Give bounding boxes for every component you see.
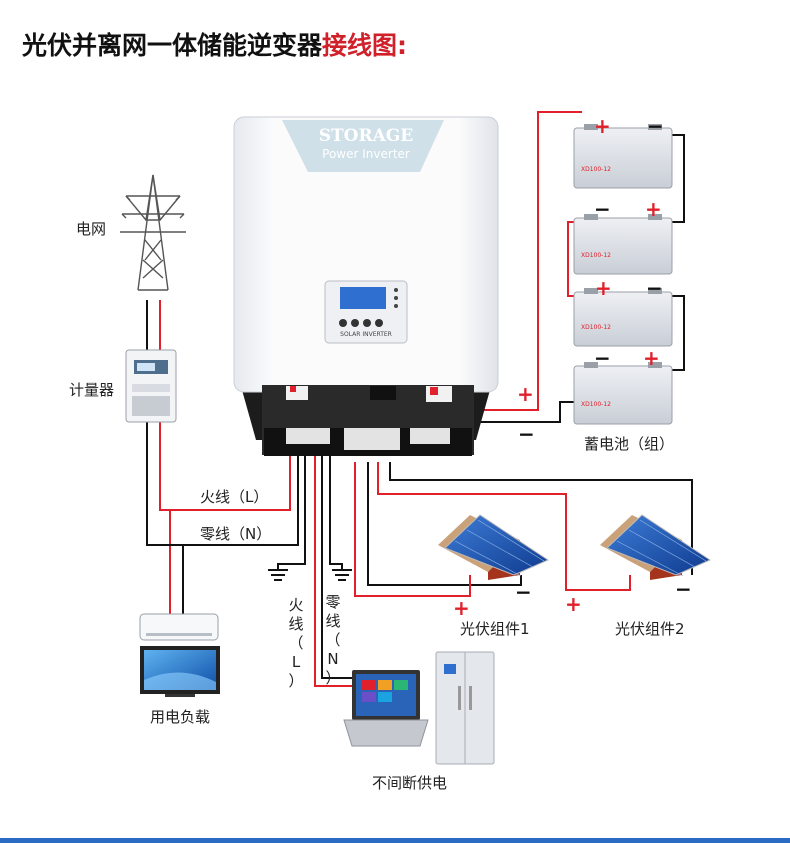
- meter-live-wire: [159, 420, 291, 511]
- ups-neutral-wire: [321, 455, 352, 679]
- pv1-plus-sign: +: [453, 596, 470, 620]
- page-title: 光伏并离网一体储能逆变器接线图:: [22, 26, 407, 62]
- bat-link-3: [672, 295, 685, 371]
- power-tower-icon: [120, 174, 186, 291]
- pv2-negative-wire: [389, 462, 693, 575]
- laptop-icon: [343, 670, 429, 747]
- bat-link-1: [672, 134, 685, 223]
- bat2-plus-sign: +: [645, 197, 662, 221]
- battery-2-model: XD100-12: [581, 252, 611, 259]
- inverter-subtitle: Power Inverter: [322, 147, 410, 161]
- pv1-positive-wire: [354, 462, 471, 597]
- inverter-panel-label: SOLAR INVERTER: [340, 331, 392, 338]
- grid-label: 电网: [76, 220, 107, 238]
- ups-label: 不间断供电: [372, 774, 448, 792]
- ground-symbol-2: [332, 569, 352, 581]
- ups-live-wire: [314, 455, 352, 687]
- pv1-minus-sign: −: [515, 580, 532, 604]
- wires: [146, 111, 693, 687]
- inverter-brand: STORAGE: [318, 126, 414, 146]
- solar-panel-1: [438, 514, 550, 580]
- title-main: 光伏并离网一体储能逆变器: [22, 31, 323, 60]
- bat1-plus-sign: +: [594, 114, 611, 138]
- pv1-negative-wire: [367, 462, 522, 586]
- battery-3-model: XD100-12: [581, 324, 611, 331]
- pv2-label: 光伏组件2: [615, 620, 685, 638]
- battery-4: [573, 362, 673, 425]
- air-conditioner-icon: [139, 613, 219, 641]
- battery-positive-sign: +: [517, 382, 534, 406]
- neutral-v-char: N: [327, 650, 339, 668]
- tv-icon: [140, 646, 220, 697]
- battery-2: [573, 214, 673, 275]
- battery-bank-label: 蓄电池（组）: [584, 435, 675, 453]
- live-wire-label: 火线（L）: [200, 488, 269, 506]
- ground-wire-2: [329, 455, 343, 570]
- battery-4-model: XD100-12: [581, 401, 611, 408]
- live-wire-vertical-label: 火 线 （ L ）: [287, 596, 305, 691]
- bottom-accent-bar: [0, 838, 790, 843]
- refrigerator-icon: [435, 651, 495, 765]
- bat3-minus-sign: −: [646, 276, 663, 300]
- ground-wire-1: [277, 455, 306, 570]
- bat2-minus-sign: −: [594, 197, 611, 221]
- pv2-minus-sign: −: [675, 577, 692, 601]
- battery-negative-sign: −: [518, 422, 535, 446]
- neutral-v-char: 零: [325, 593, 341, 611]
- battery-1-model: XD100-12: [581, 166, 611, 173]
- live-v-char: （: [288, 634, 304, 652]
- meter-label: 计量器: [69, 381, 115, 399]
- meter-neutral-wire: [146, 420, 299, 546]
- title-highlight: 接线图:: [322, 31, 408, 60]
- pv1-label: 光伏组件1: [460, 620, 530, 638]
- pv2-plus-sign: +: [565, 592, 582, 616]
- live-v-char: 线: [288, 615, 304, 633]
- ground-symbol-1: [268, 569, 288, 581]
- neutral-wire-vertical-label: 零 线 （ N ）: [324, 593, 342, 688]
- meter-icon: [125, 349, 177, 423]
- solar-panel-2: [600, 514, 712, 580]
- bat3-plus-sign: +: [595, 276, 612, 300]
- battery-1: [573, 124, 673, 189]
- neutral-v-char: （: [325, 631, 341, 649]
- neutral-wire-label: 零线（N）: [200, 525, 272, 543]
- load-label: 用电负载: [150, 708, 211, 726]
- live-v-char: ）: [288, 672, 304, 690]
- live-v-char: L: [291, 653, 301, 671]
- inverter-unit: [233, 116, 499, 456]
- pv2-positive-wire: [377, 462, 631, 591]
- live-v-char: 火: [288, 596, 304, 614]
- bat1-minus-sign: −: [647, 114, 664, 138]
- neutral-v-char: ）: [325, 669, 341, 687]
- bat4-minus-sign: −: [594, 346, 611, 370]
- bat4-plus-sign: +: [643, 346, 660, 370]
- battery-3: [573, 288, 673, 347]
- neutral-v-char: 线: [325, 612, 341, 630]
